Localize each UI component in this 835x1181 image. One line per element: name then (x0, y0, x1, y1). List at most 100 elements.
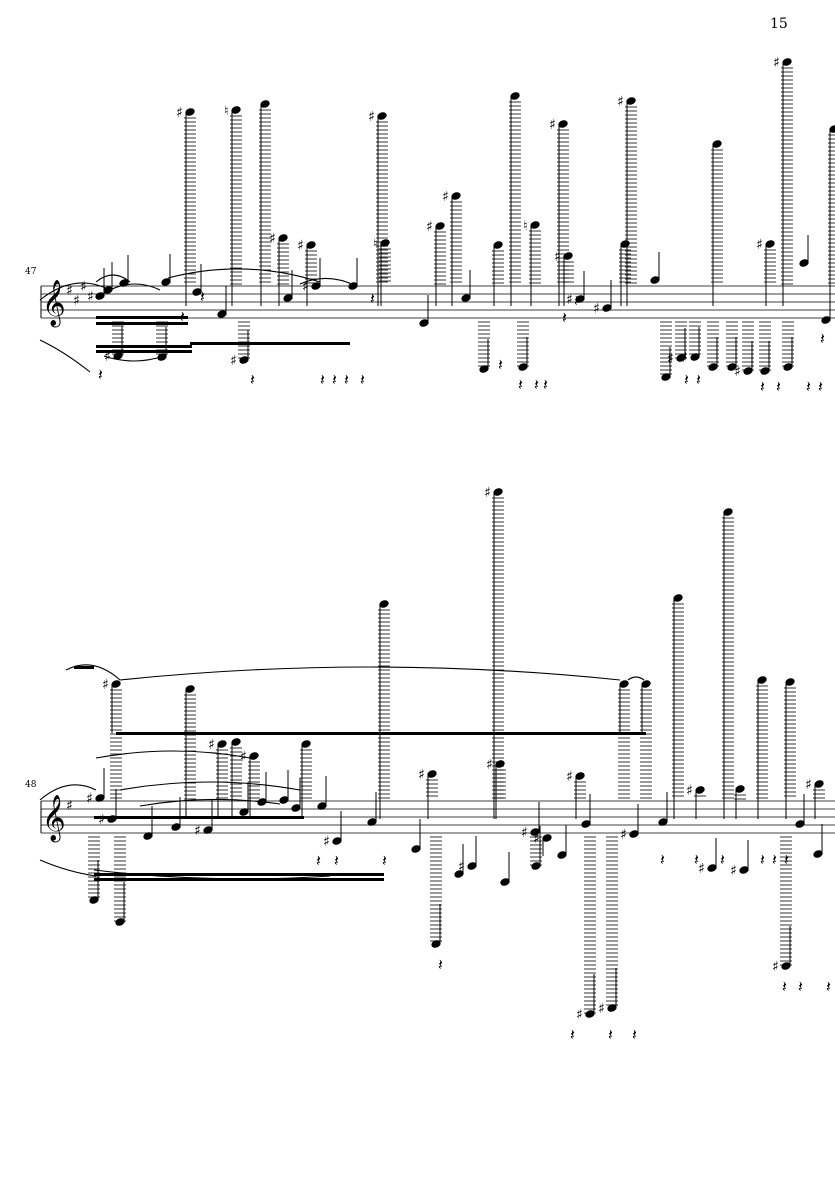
sharp-icon: ♯ (269, 231, 276, 247)
quarter-rest-icon: 𝄽 (334, 851, 339, 870)
whole-rest (74, 666, 94, 669)
quarter-rest-icon: 𝄽 (360, 370, 365, 389)
sharp-icon: ♯ (554, 249, 561, 265)
sharp-icon: ♯ (368, 109, 375, 125)
sharp-icon: ♯ (805, 777, 812, 793)
quarter-rest-icon: 𝄽 (370, 289, 375, 308)
quarter-rest-icon: 𝄽 (180, 307, 185, 326)
sharp-icon: ♯ (772, 959, 779, 975)
sharp-icon: ♯ (566, 769, 573, 785)
quarter-rest-icon: 𝄽 (320, 370, 325, 389)
sharp-icon: ♯ (230, 353, 237, 369)
sharp-icon: ♯ (66, 283, 73, 299)
quarter-rest-icon: 𝄽 (696, 370, 701, 389)
sharp-icon: ♯ (426, 219, 433, 235)
sharp-icon: ♯ (73, 293, 80, 309)
tie-curve (39, 282, 111, 301)
quarter-rest-icon: 𝄽 (782, 977, 787, 996)
quarter-rest-icon: 𝄽 (784, 850, 789, 869)
tie-curve (627, 676, 645, 681)
tie-curve (95, 274, 131, 283)
quarter-rest-icon: 𝄽 (316, 851, 321, 870)
treble-clef-icon: 𝄞 (42, 280, 66, 328)
beam (94, 816, 304, 819)
quarter-rest-icon: 𝄽 (776, 377, 781, 396)
tie-curve (39, 339, 91, 373)
quarter-rest-icon: 𝄽 (543, 375, 548, 394)
quarter-rest-icon: 𝄽 (798, 977, 803, 996)
sharp-icon: ♯ (620, 827, 627, 843)
tie-curve (167, 268, 321, 283)
tie-curve (95, 750, 251, 759)
quarter-rest-icon: 𝄽 (820, 329, 825, 348)
measure-number-47: 47 (25, 267, 37, 277)
quarter-rest-icon: 𝄽 (562, 308, 567, 327)
quarter-rest-icon: 𝄽 (694, 850, 699, 869)
sharp-icon: ♯ (566, 292, 573, 308)
sharp-icon: ♯ (98, 812, 105, 828)
sharp-icon: ♯ (667, 351, 674, 367)
sharp-icon: ♯ (686, 783, 693, 799)
system-1: 𝄞♯♯♯♯♯♮♯♯♯♯♯♮♯♯♮♯♯♯♯♯♯♯♯♯♯♯𝄽𝄽𝄽𝄽𝄽𝄽𝄽𝄽𝄽𝄽𝄽𝄽𝄽… (39, 55, 835, 396)
sharp-icon: ♯ (176, 105, 183, 121)
quarter-rest-icon: 𝄽 (534, 375, 539, 394)
beam (96, 322, 188, 325)
sharp-icon: ♯ (730, 863, 737, 879)
sharp-icon: ♯ (756, 237, 763, 253)
sharp-icon: ♯ (698, 861, 705, 877)
sharp-icon: ♯ (533, 831, 540, 847)
quarter-rest-icon: 𝄽 (382, 851, 387, 870)
sharp-icon: ♯ (297, 238, 304, 254)
quarter-rest-icon: 𝄽 (574, 291, 579, 310)
tie-curve (299, 277, 357, 287)
quarter-rest-icon: 𝄽 (250, 370, 255, 389)
sharp-icon: ♯ (681, 350, 688, 366)
treble-clef-icon: 𝄞 (42, 795, 66, 843)
quarter-rest-icon: 𝄽 (772, 850, 777, 869)
sharp-icon: ♯ (458, 859, 465, 875)
sharp-icon: ♯ (486, 757, 493, 773)
measure-number-48: 48 (25, 780, 37, 790)
quarter-rest-icon: 𝄽 (498, 355, 503, 374)
quarter-rest-icon: 𝄽 (518, 375, 523, 394)
sharp-icon: ♯ (593, 301, 600, 317)
beam (94, 878, 384, 881)
beam (116, 732, 646, 735)
sharp-icon: ♯ (302, 279, 309, 295)
quarter-rest-icon: 𝄽 (806, 377, 811, 396)
quarter-rest-icon: 𝄽 (98, 365, 103, 384)
sharp-icon: ♯ (102, 677, 109, 693)
sharp-icon: ♯ (521, 825, 528, 841)
beam (94, 873, 384, 876)
sharp-icon: ♯ (418, 767, 425, 783)
tie-curve (119, 666, 621, 681)
quarter-rest-icon: 𝄽 (720, 850, 725, 869)
tie-curve (39, 859, 97, 877)
sharp-icon: ♯ (80, 279, 87, 295)
natural-icon: ♮ (224, 104, 229, 119)
sharp-icon: ♯ (484, 485, 491, 501)
quarter-rest-icon: 𝄽 (826, 977, 831, 996)
beam (190, 342, 350, 345)
quarter-rest-icon: 𝄽 (760, 377, 765, 396)
tie-curve (109, 283, 161, 291)
quarter-rest-icon: 𝄽 (570, 1025, 575, 1044)
sharp-icon: ♯ (617, 94, 624, 110)
sharp-icon: ♯ (576, 1007, 583, 1023)
sharp-icon: ♯ (86, 791, 93, 807)
sharp-icon: ♯ (323, 834, 330, 850)
sharp-icon: ♯ (598, 1001, 605, 1017)
tie-curve (103, 355, 165, 362)
sharp-icon: ♯ (194, 823, 201, 839)
quarter-rest-icon: 𝄽 (608, 1025, 613, 1044)
tie-curve (93, 869, 331, 880)
natural-icon: ♮ (523, 219, 528, 234)
quarter-rest-icon: 𝄽 (660, 850, 665, 869)
sharp-icon: ♯ (66, 798, 73, 814)
quarter-rest-icon: 𝄽 (760, 850, 765, 869)
tie-curve (65, 664, 121, 681)
natural-icon: ♮ (373, 237, 378, 252)
beam (96, 316, 188, 319)
